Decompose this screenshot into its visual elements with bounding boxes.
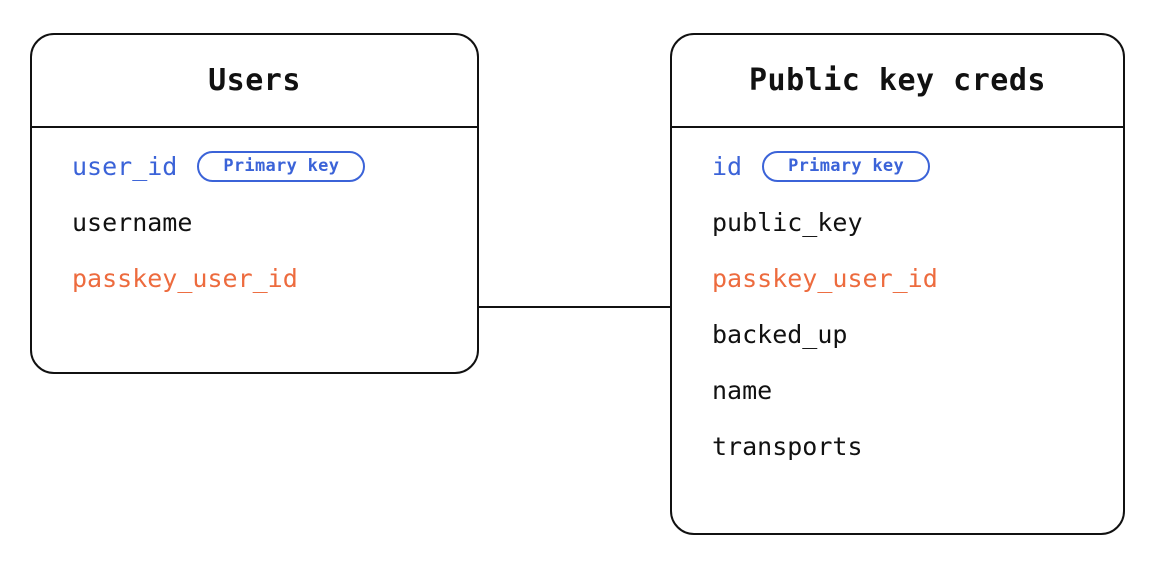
field-label-name: name [712,375,773,405]
field-label-transports: transports [712,431,863,461]
entity-public-key-creds-title: Public key creds [749,62,1046,98]
field-label-public-key: public_key [712,207,863,237]
entity-users[interactable]: Users user_id Primary key username passk… [30,33,479,374]
field-row-passkey-user-id[interactable]: passkey_user_id [672,250,1123,306]
primary-key-badge: Primary key [197,150,366,182]
relationship-connector-passkey-user-id [478,306,672,309]
field-row-name[interactable]: name [672,362,1123,418]
field-row-backed-up[interactable]: backed_up [672,306,1123,362]
field-label-username: username [72,207,193,237]
field-label-backed-up: backed_up [712,319,848,349]
field-label-passkey-user-id: passkey_user_id [72,263,298,293]
entity-users-field-list: user_id Primary key username passkey_use… [32,128,477,306]
entity-public-key-creds-field-list: id Primary key public_key passkey_user_i… [672,128,1123,474]
field-label-id: id [712,151,743,181]
field-row-id[interactable]: id Primary key [672,138,1123,194]
field-row-transports[interactable]: transports [672,418,1123,474]
field-row-user-id[interactable]: user_id Primary key [32,138,477,194]
primary-key-badge-label: Primary key [788,155,904,176]
primary-key-badge-label: Primary key [223,155,340,176]
entity-users-header: Users [32,35,477,128]
field-label-passkey-user-id: passkey_user_id [712,263,938,293]
field-row-passkey-user-id[interactable]: passkey_user_id [32,250,477,306]
entity-public-key-creds-header: Public key creds [672,35,1123,128]
field-row-public-key[interactable]: public_key [672,194,1123,250]
field-label-user-id: user_id [72,151,178,181]
entity-users-title: Users [208,62,301,98]
entity-public-key-creds[interactable]: Public key creds id Primary key public_k… [670,33,1125,535]
primary-key-badge: Primary key [762,150,930,182]
field-row-username[interactable]: username [32,194,477,250]
